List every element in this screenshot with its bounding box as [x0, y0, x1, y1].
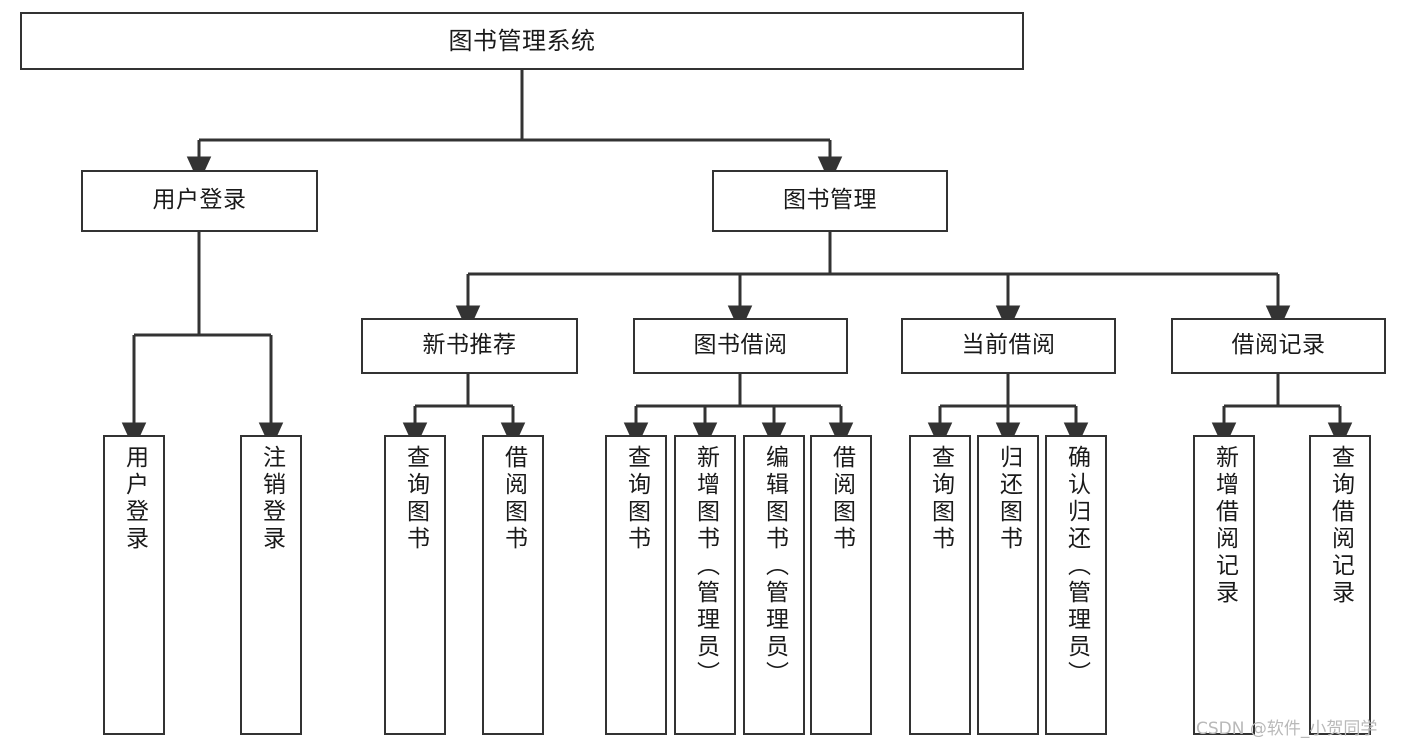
node-leaf-add-book[interactable]: 新增图书（管理员）	[674, 435, 736, 735]
node-label: 新增图书（管理员）	[692, 445, 719, 688]
node-label: 借阅记录	[1231, 332, 1326, 359]
node-label: 图书管理系统	[448, 26, 596, 55]
node-label: 当前借阅	[961, 332, 1056, 359]
node-book-manage[interactable]: 图书管理	[712, 170, 948, 232]
node-leaf-query-book-3[interactable]: 查询图书	[909, 435, 971, 735]
node-leaf-borrow-book-2[interactable]: 借阅图书	[810, 435, 872, 735]
node-label: 用户登录	[152, 187, 247, 214]
node-leaf-return-book[interactable]: 归还图书	[977, 435, 1039, 735]
node-user-login[interactable]: 用户登录	[81, 170, 318, 232]
node-label: 新书推荐	[422, 332, 517, 359]
node-book-borrow[interactable]: 图书借阅	[633, 318, 848, 374]
node-label: 查询图书	[623, 445, 650, 553]
node-new-book-recommend[interactable]: 新书推荐	[361, 318, 578, 374]
node-label: 注销登录	[258, 445, 285, 553]
node-label: 查询图书	[927, 445, 954, 553]
node-leaf-query-book-1[interactable]: 查询图书	[384, 435, 446, 735]
node-label: 新增借阅记录	[1211, 445, 1238, 607]
csdn-watermark: CSDN @软件_小贺同学	[1196, 719, 1378, 739]
node-label: 查询借阅记录	[1327, 445, 1354, 607]
node-leaf-query-record[interactable]: 查询借阅记录	[1309, 435, 1371, 735]
node-label: 查询图书	[402, 445, 429, 553]
node-leaf-user-logout[interactable]: 注销登录	[240, 435, 302, 735]
node-leaf-confirm-return[interactable]: 确认归还（管理员）	[1045, 435, 1107, 735]
node-label: 用户登录	[121, 445, 148, 553]
node-label: 图书管理	[783, 187, 877, 214]
node-label: 借阅图书	[500, 445, 527, 553]
node-label: 借阅图书	[828, 445, 855, 553]
node-borrow-record[interactable]: 借阅记录	[1171, 318, 1386, 374]
node-leaf-add-record[interactable]: 新增借阅记录	[1193, 435, 1255, 735]
node-label: 确认归还（管理员）	[1063, 445, 1090, 688]
node-leaf-borrow-book-1[interactable]: 借阅图书	[482, 435, 544, 735]
node-leaf-edit-book[interactable]: 编辑图书（管理员）	[743, 435, 805, 735]
node-label: 归还图书	[995, 445, 1022, 553]
node-root-system[interactable]: 图书管理系统	[20, 12, 1024, 70]
node-label: 图书借阅	[693, 332, 788, 359]
node-leaf-user-login[interactable]: 用户登录	[103, 435, 165, 735]
node-current-borrow[interactable]: 当前借阅	[901, 318, 1116, 374]
node-label: 编辑图书（管理员）	[761, 445, 788, 688]
node-leaf-query-book-2[interactable]: 查询图书	[605, 435, 667, 735]
